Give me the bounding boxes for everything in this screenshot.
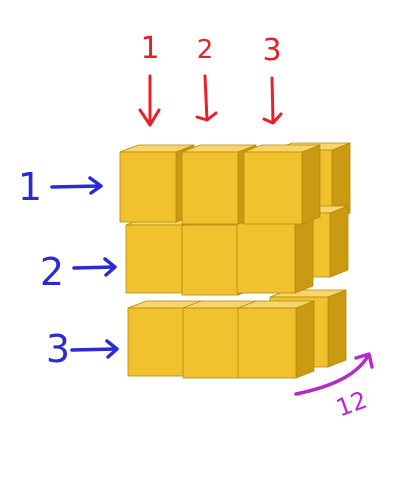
- depth-label: 12: [333, 386, 371, 423]
- cube-side-face: [295, 300, 315, 379]
- cube-r3-c3: [237, 300, 315, 379]
- row-markers: 1 2 3: [18, 165, 119, 371]
- cube-front-face: [181, 151, 239, 225]
- cube-front-face: [119, 151, 177, 223]
- depth-arrow-head: [354, 352, 374, 369]
- column-label-2: 2: [197, 35, 214, 65]
- cube-r2-c3: [236, 215, 314, 294]
- cube-side-face: [329, 205, 349, 278]
- cube-front-face: [125, 224, 183, 294]
- row-arrow-2: [72, 257, 117, 277]
- row-label-3: 3: [46, 327, 70, 371]
- cube-front-face: [182, 307, 240, 379]
- row-arrow-3: [70, 339, 119, 359]
- cube-front-face: [236, 222, 296, 294]
- column-label-3: 3: [262, 33, 281, 68]
- cube-front-face: [237, 307, 297, 379]
- cube-side-face: [327, 289, 347, 368]
- cube-front-face: [181, 224, 239, 296]
- row-label-2: 2: [40, 250, 64, 294]
- cube-stack: [119, 142, 351, 379]
- column-markers: 1 2 3: [138, 31, 283, 127]
- row-label-1: 1: [18, 165, 42, 209]
- row-arrow-1: [50, 176, 103, 195]
- depth-arrow: [294, 354, 370, 396]
- cube-front-face: [243, 151, 303, 225]
- column-arrow-1: [138, 74, 161, 127]
- cube-side-face: [301, 144, 321, 225]
- cube-r1-c3: [243, 144, 321, 225]
- column-label-1: 1: [140, 31, 159, 66]
- cube-side-face: [294, 215, 314, 294]
- cube-front-face: [127, 307, 185, 377]
- column-arrow-3: [262, 76, 283, 125]
- column-arrow-2: [195, 74, 218, 122]
